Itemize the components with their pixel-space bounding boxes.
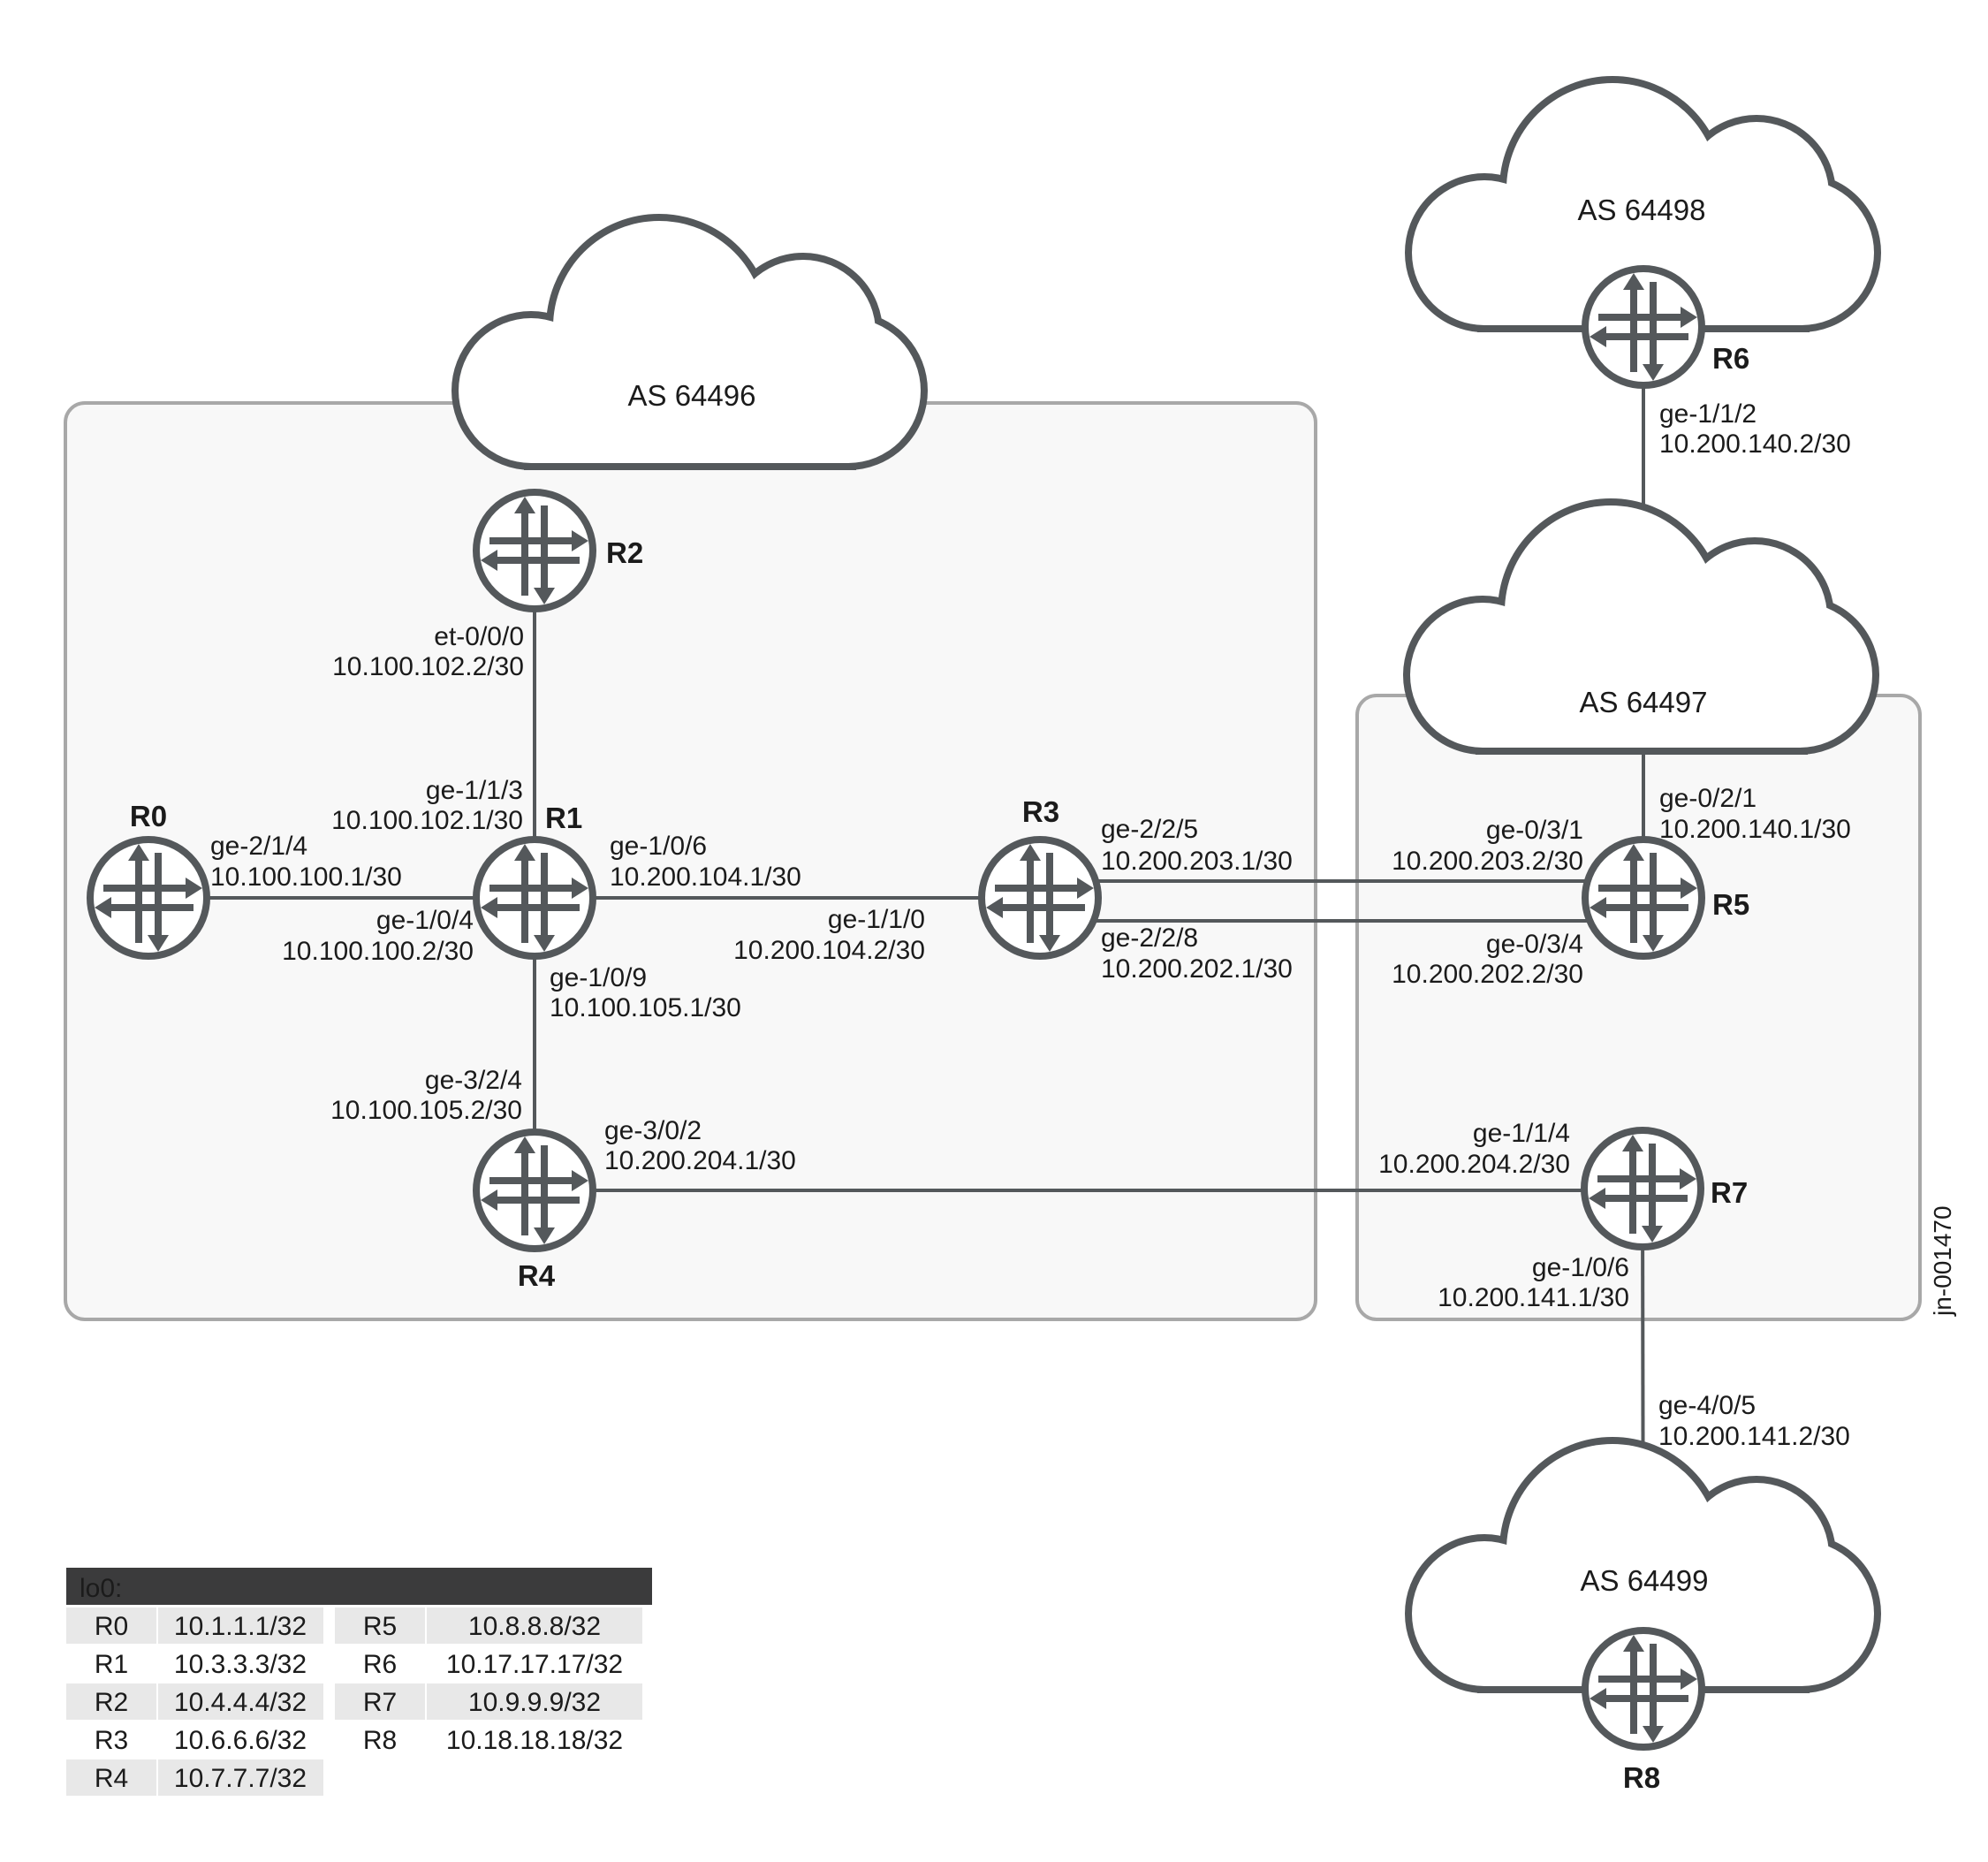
svg-text:ge-1/1/2: ge-1/1/2 — [1659, 399, 1757, 429]
svg-text:ge-1/0/6: ge-1/0/6 — [610, 832, 707, 861]
svg-text:R0: R0 — [130, 800, 167, 832]
svg-text:R3: R3 — [95, 1726, 128, 1755]
svg-text:10.200.141.1/30: 10.200.141.1/30 — [1438, 1283, 1629, 1312]
svg-text:10.3.3.3/32: 10.3.3.3/32 — [174, 1650, 307, 1679]
svg-text:10.100.102.2/30: 10.100.102.2/30 — [332, 652, 524, 681]
svg-text:10.9.9.9/32: 10.9.9.9/32 — [468, 1688, 601, 1717]
svg-text:10.200.204.1/30: 10.200.204.1/30 — [604, 1146, 796, 1175]
svg-text:AS 64498: AS 64498 — [1578, 194, 1706, 226]
svg-text:ge-0/3/1: ge-0/3/1 — [1486, 816, 1583, 845]
svg-text:AS 64499: AS 64499 — [1581, 1564, 1709, 1597]
svg-text:10.200.204.2/30: 10.200.204.2/30 — [1378, 1150, 1570, 1179]
svg-text:AS 64496: AS 64496 — [628, 379, 756, 412]
svg-text:ge-4/0/5: ge-4/0/5 — [1658, 1391, 1756, 1420]
svg-text:10.200.203.1/30: 10.200.203.1/30 — [1101, 847, 1293, 876]
svg-text:R4: R4 — [95, 1764, 128, 1793]
svg-text:R6: R6 — [363, 1650, 397, 1679]
svg-text:10.100.100.2/30: 10.100.100.2/30 — [282, 937, 474, 966]
svg-text:10.200.202.2/30: 10.200.202.2/30 — [1392, 960, 1583, 989]
svg-text:lo0:: lo0: — [80, 1574, 122, 1603]
svg-text:jn-001470: jn-001470 — [1929, 1205, 1956, 1317]
svg-text:ge-1/0/9: ge-1/0/9 — [550, 963, 647, 992]
svg-text:10.18.18.18/32: 10.18.18.18/32 — [446, 1726, 623, 1755]
svg-text:R7: R7 — [1711, 1176, 1748, 1209]
svg-text:R2: R2 — [606, 536, 643, 569]
svg-text:ge-1/1/4: ge-1/1/4 — [1473, 1119, 1570, 1148]
svg-text:R7: R7 — [363, 1688, 397, 1717]
svg-text:10.100.105.1/30: 10.100.105.1/30 — [550, 993, 741, 1022]
svg-text:R8: R8 — [1623, 1761, 1660, 1794]
svg-text:ge-1/1/0: ge-1/1/0 — [828, 905, 925, 934]
svg-text:R8: R8 — [363, 1726, 397, 1755]
svg-text:10.200.202.1/30: 10.200.202.1/30 — [1101, 954, 1293, 984]
svg-text:10.17.17.17/32: 10.17.17.17/32 — [446, 1650, 623, 1679]
svg-text:R1: R1 — [545, 802, 582, 834]
svg-text:10.200.104.1/30: 10.200.104.1/30 — [610, 863, 801, 892]
svg-text:10.200.140.2/30: 10.200.140.2/30 — [1659, 429, 1851, 459]
svg-text:ge-2/2/5: ge-2/2/5 — [1101, 815, 1198, 844]
svg-text:10.6.6.6/32: 10.6.6.6/32 — [174, 1726, 307, 1755]
svg-text:R5: R5 — [363, 1612, 397, 1641]
svg-text:R1: R1 — [95, 1650, 128, 1679]
svg-text:AS 64497: AS 64497 — [1580, 686, 1708, 718]
svg-text:10.200.140.1/30: 10.200.140.1/30 — [1659, 815, 1851, 844]
svg-text:ge-2/1/4: ge-2/1/4 — [210, 832, 307, 861]
svg-text:10.1.1.1/32: 10.1.1.1/32 — [174, 1612, 307, 1641]
svg-text:R4: R4 — [518, 1259, 556, 1292]
svg-text:R2: R2 — [95, 1688, 128, 1717]
svg-text:10.200.203.2/30: 10.200.203.2/30 — [1392, 847, 1583, 876]
svg-text:ge-3/0/2: ge-3/0/2 — [604, 1116, 702, 1145]
svg-text:10.200.104.2/30: 10.200.104.2/30 — [733, 936, 925, 965]
svg-text:10.100.105.2/30: 10.100.105.2/30 — [330, 1096, 522, 1125]
svg-text:ge-3/2/4: ge-3/2/4 — [425, 1066, 522, 1095]
svg-text:R5: R5 — [1712, 888, 1749, 921]
svg-text:ge-1/0/6: ge-1/0/6 — [1532, 1253, 1629, 1282]
svg-text:R6: R6 — [1712, 342, 1749, 375]
svg-text:et-0/0/0: et-0/0/0 — [434, 622, 524, 651]
svg-text:10.100.102.1/30: 10.100.102.1/30 — [331, 806, 523, 835]
svg-text:10.4.4.4/32: 10.4.4.4/32 — [174, 1688, 307, 1717]
svg-text:ge-0/2/1: ge-0/2/1 — [1659, 784, 1757, 813]
svg-text:R0: R0 — [95, 1612, 128, 1641]
svg-text:10.8.8.8/32: 10.8.8.8/32 — [468, 1612, 601, 1641]
svg-text:10.100.100.1/30: 10.100.100.1/30 — [210, 863, 402, 892]
svg-text:R3: R3 — [1022, 795, 1059, 828]
svg-text:ge-2/2/8: ge-2/2/8 — [1101, 923, 1198, 953]
svg-text:ge-0/3/4: ge-0/3/4 — [1486, 930, 1583, 959]
svg-text:ge-1/0/4: ge-1/0/4 — [376, 906, 474, 935]
svg-text:10.200.141.2/30: 10.200.141.2/30 — [1658, 1422, 1850, 1451]
svg-text:10.7.7.7/32: 10.7.7.7/32 — [174, 1764, 307, 1793]
svg-text:ge-1/1/3: ge-1/1/3 — [426, 776, 523, 805]
